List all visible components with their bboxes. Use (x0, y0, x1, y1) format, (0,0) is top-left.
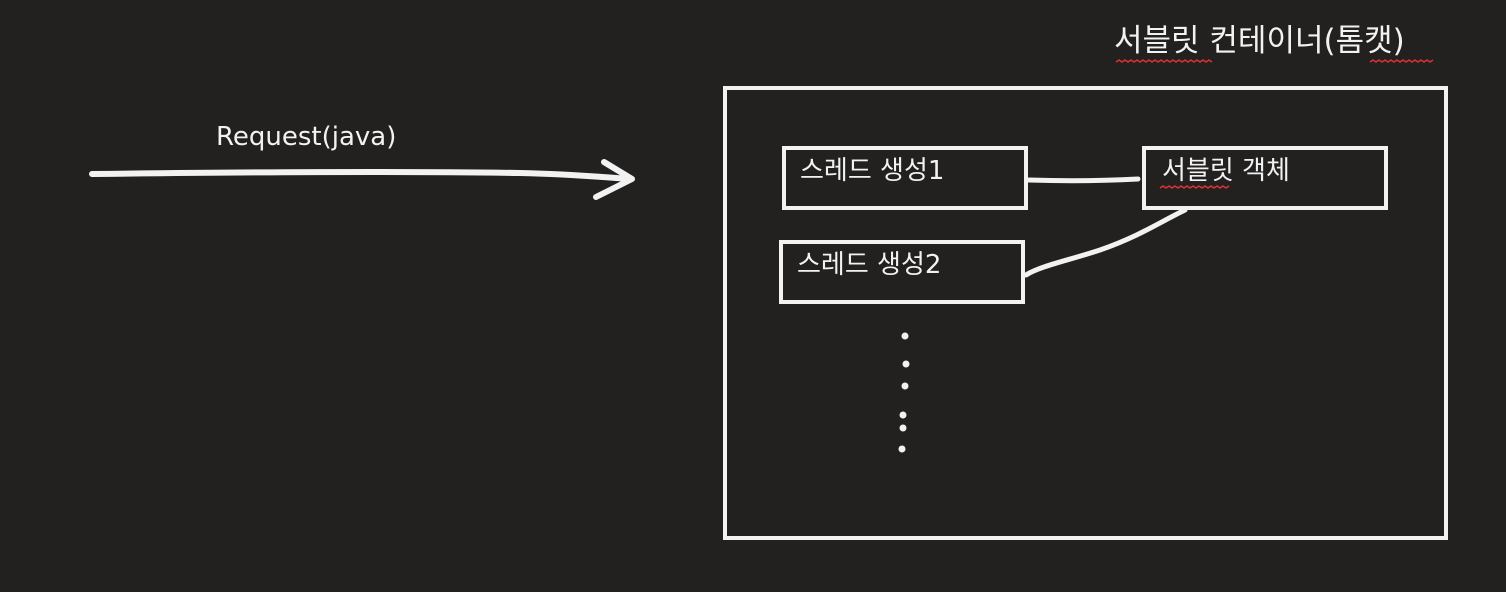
thread-box-2: 스레드 생성2 (779, 240, 1025, 304)
servlet-object-box: 서블릿 객체 (1142, 146, 1388, 210)
container-title: 서블릿 컨테이너(톰캣) (1114, 23, 1405, 59)
ellipsis-dot (899, 411, 907, 419)
spellcheck-underline (1159, 185, 1230, 189)
request-arrow-head (593, 159, 635, 200)
thread-label-2: 스레드 생성2 (797, 250, 942, 280)
spellcheck-underline (1115, 59, 1213, 63)
connector-thread1-servlet (1026, 176, 1141, 184)
servlet-container-box (723, 86, 1448, 540)
ellipsis-dot (898, 445, 906, 453)
ellipsis-dot (902, 360, 910, 368)
ellipsis-dot (901, 382, 909, 390)
request-label: Request(java) (216, 122, 397, 152)
request-arrow-line (89, 168, 633, 182)
thread-label-1: 스레드 생성1 (800, 156, 945, 186)
servlet-object-label: 서블릿 객체 (1162, 156, 1290, 186)
ellipsis-dot (899, 424, 907, 432)
connector-thread2-servlet (1023, 207, 1188, 278)
thread-box-1: 스레드 생성1 (782, 146, 1028, 210)
ellipsis-dot (901, 332, 909, 340)
spellcheck-underline (1369, 59, 1434, 63)
